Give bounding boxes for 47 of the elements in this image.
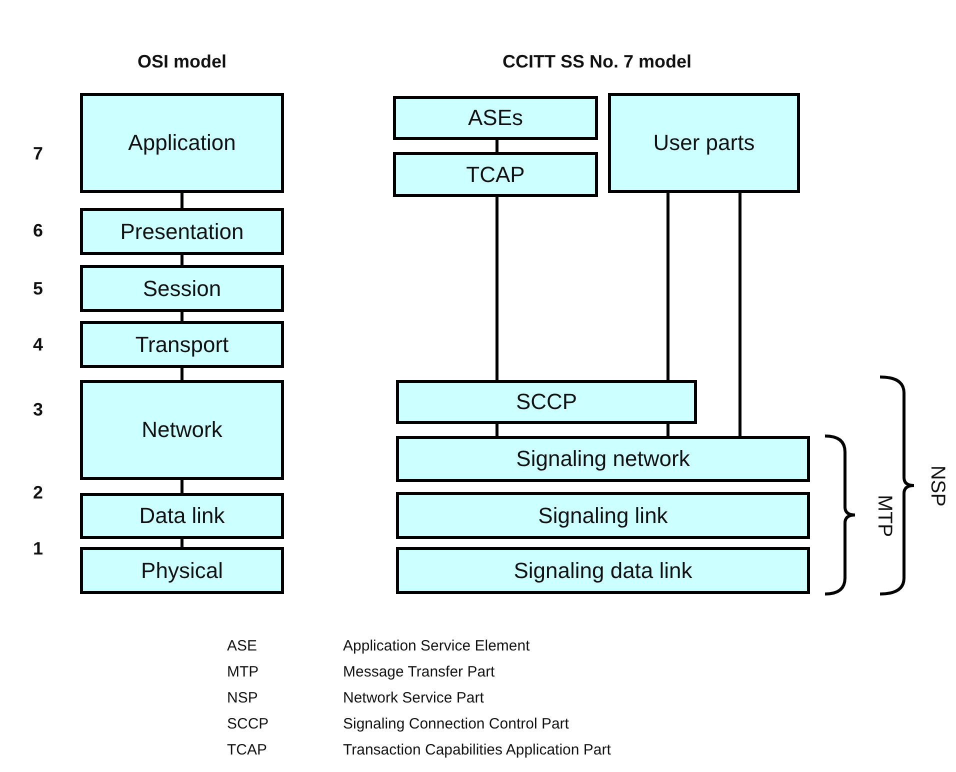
layer-box: SCCP bbox=[396, 380, 697, 424]
layer-box: Presentation bbox=[80, 208, 284, 255]
column-heading: OSI model bbox=[138, 52, 226, 72]
layer-box: Signaling link bbox=[396, 492, 810, 539]
connector-line bbox=[666, 424, 670, 436]
layer-number: 6 bbox=[33, 220, 43, 242]
abbreviation: TCAP bbox=[227, 742, 268, 758]
connector-line bbox=[496, 424, 498, 436]
abbreviation-definition: Signaling Connection Control Part bbox=[343, 716, 569, 732]
layer-number: 4 bbox=[33, 334, 43, 356]
abbreviation: MTP bbox=[227, 664, 259, 680]
connector-line bbox=[738, 193, 742, 436]
connector-line bbox=[180, 368, 184, 380]
connector-line bbox=[180, 193, 184, 208]
layer-box: Network bbox=[80, 380, 284, 480]
layer-box: Signaling network bbox=[396, 436, 810, 482]
layer-box: Signaling data link bbox=[396, 547, 810, 594]
connector-line bbox=[180, 539, 184, 547]
layer-box: Data link bbox=[80, 493, 284, 539]
layer-number: 7 bbox=[33, 144, 43, 164]
layer-number: 5 bbox=[33, 278, 43, 300]
abbreviation-definition: Message Transfer Part bbox=[343, 664, 495, 680]
connector-line bbox=[666, 193, 670, 380]
layer-box: Transport bbox=[80, 321, 284, 368]
abbreviation: NSP bbox=[227, 690, 258, 706]
layer-box: Application bbox=[80, 93, 284, 193]
layer-box: ASEs bbox=[393, 96, 598, 140]
brace-label: MTP bbox=[872, 494, 896, 538]
connector-line bbox=[180, 312, 184, 321]
abbreviation-definition: Application Service Element bbox=[343, 638, 530, 654]
brace-label: NSP bbox=[926, 465, 948, 507]
layer-number: 1 bbox=[33, 538, 43, 560]
abbreviation-definition: Network Service Part bbox=[343, 690, 484, 706]
connector-line bbox=[180, 480, 184, 493]
layer-box: TCAP bbox=[393, 152, 598, 197]
column-heading: CCITT SS No. 7 model bbox=[502, 52, 692, 72]
layer-box: Physical bbox=[80, 547, 284, 594]
abbreviation: ASE bbox=[227, 638, 258, 654]
connector-line bbox=[496, 140, 498, 152]
layer-box: User parts bbox=[608, 93, 800, 193]
connector-line bbox=[496, 197, 498, 380]
layer-box: Session bbox=[80, 265, 284, 312]
abbreviation: SCCP bbox=[227, 716, 269, 732]
layer-number: 3 bbox=[33, 400, 43, 420]
layer-number: 2 bbox=[33, 482, 43, 504]
connector-line bbox=[180, 255, 184, 265]
abbreviation-definition: Transaction Capabilities Application Part bbox=[343, 742, 611, 758]
